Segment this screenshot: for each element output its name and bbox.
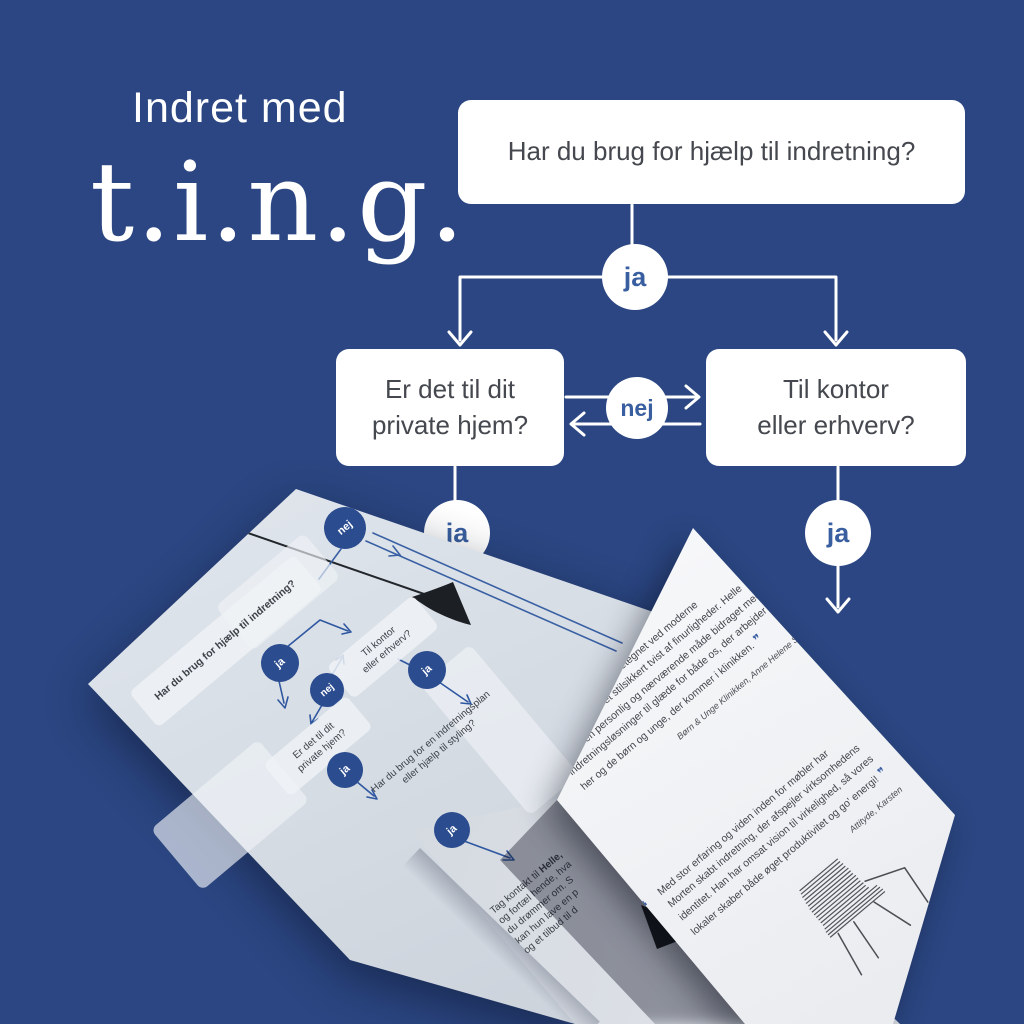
pendant-lamp-icon [412,582,471,625]
brand-logo: t.i.n.g. [90,138,467,266]
ja-circle-business: ja [805,500,871,566]
quote-icon: ❝ [516,741,534,760]
arrow-icon [277,696,289,709]
flowchart-start-box: Har du brug for hjælp til indretning? [458,100,965,204]
private-home-box: Er det til dit private hjem? [336,349,564,466]
brand-tagline: Indret med [132,84,348,132]
arrow-icon [341,623,352,635]
nej-circle-main: nej [606,377,668,439]
arrow-icon [460,694,472,705]
arrow-left-icon [569,411,586,437]
arrow-icon [502,850,515,861]
chair-icon [799,858,929,976]
ja-circle-main: ja [602,244,668,310]
arrow-right-icon [388,545,402,557]
arrow-down-icon [447,330,473,347]
arrow-right-icon [684,384,701,410]
arrow-down-icon [825,597,851,614]
arrow-down-icon [823,330,849,347]
arrow-icon [366,789,378,800]
office-business-box: Til kontor eller erhverv? [706,349,966,466]
